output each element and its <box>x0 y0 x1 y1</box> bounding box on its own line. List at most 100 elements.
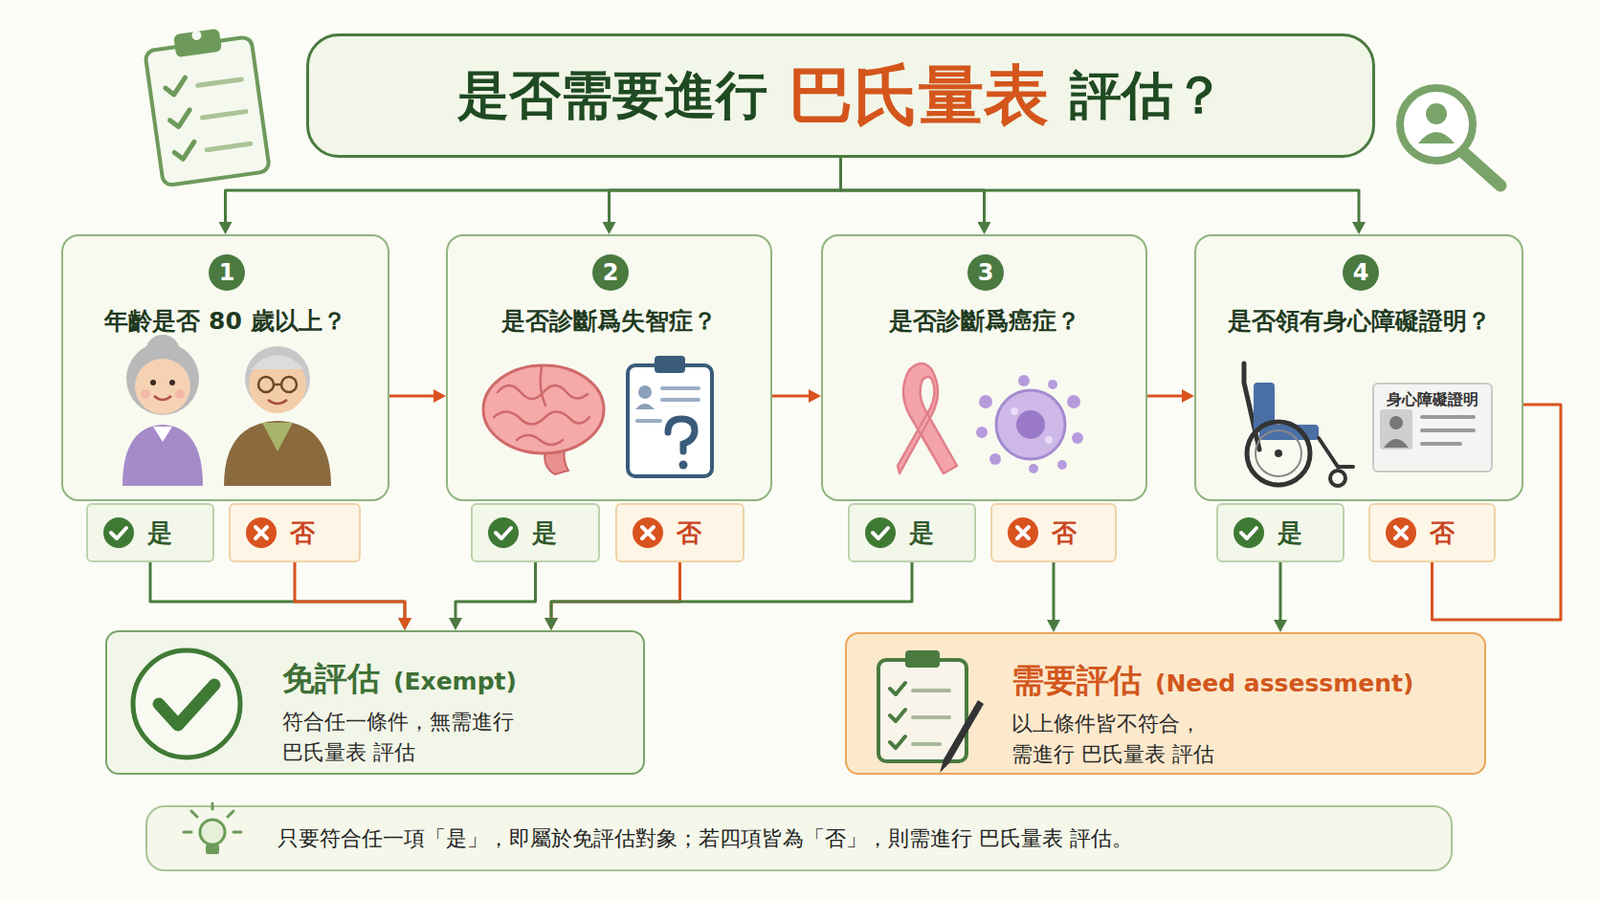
cross-mark <box>1017 527 1029 539</box>
arrowhead <box>448 618 463 631</box>
note-box: 只要符合任一項「是」，即屬於免評估對象；若四項皆為「否」，則需進行 巴氏量表 評… <box>145 805 1453 872</box>
arrowhead <box>1352 222 1366 235</box>
result-subheading: (Need assessment) <box>1155 669 1414 698</box>
connector <box>1432 404 1562 621</box>
note-text: 只要符合任一項「是」，即屬於免評估對象；若四項皆為「否」，則需進行 巴氏量表 評… <box>277 824 1134 854</box>
heading-row: 需要評估 (Need assessment) <box>1011 659 1485 704</box>
card-decoration <box>1379 409 1474 450</box>
q-text: 是否診斷爲癌症？ <box>888 305 1081 337</box>
arrowhead <box>1273 620 1288 633</box>
q-text: 年齡是否 80 歲以上？ <box>104 305 346 337</box>
card-text: 身心障礙證明 <box>1386 390 1479 411</box>
yes-option: 是 <box>1216 503 1345 563</box>
cell-icon <box>976 375 1084 474</box>
no-option: 否 <box>615 503 745 563</box>
arrowhead <box>398 618 412 631</box>
cross-icon <box>245 517 277 549</box>
check-icon <box>488 517 519 549</box>
arrowhead <box>1181 389 1195 403</box>
arrowhead <box>1046 620 1061 633</box>
connector-line <box>609 157 842 225</box>
arrowhead <box>602 222 617 235</box>
arrowhead <box>544 618 558 631</box>
question-box: 年齡是否 80 歲以上？ 1 <box>61 234 390 502</box>
step-number: 2 <box>592 254 629 291</box>
check-mark <box>1241 528 1257 539</box>
yes-option: 是 <box>86 503 215 563</box>
result-subheading: (Exempt) <box>393 667 517 696</box>
connector-line <box>772 395 812 399</box>
button-icons <box>103 517 1417 549</box>
step-number: 4 <box>1342 254 1379 291</box>
connector-line <box>150 562 405 622</box>
need-box: 需要評估 (Need assessment) 以上條件皆不符合， 需進行 巴氏量表 … <box>844 632 1487 776</box>
clipboard-icon <box>142 22 270 186</box>
cross-icon <box>632 517 664 549</box>
connector <box>602 157 842 235</box>
title-text: 巴氏量表 <box>788 52 1049 140</box>
connector-line <box>1147 395 1185 399</box>
exempt-box: 免評估(Exempt) 符合任一條件，無需進行 巴氏量表 評估 <box>105 630 645 776</box>
connector <box>219 157 842 235</box>
check-icon <box>103 517 134 549</box>
check-mark <box>495 528 512 539</box>
connector <box>544 562 681 631</box>
heading-row: 免評估(Exempt) <box>282 657 644 702</box>
yes-option: 是 <box>847 503 977 563</box>
cross-icon <box>1385 517 1417 549</box>
connector-line <box>455 562 536 622</box>
question-box: 是否領有身心障礙證明？4身心障礙證明 <box>1194 234 1524 502</box>
arrowhead <box>544 618 558 631</box>
q-text: 是否診斷爲失智症？ <box>501 305 717 337</box>
connector <box>294 562 412 631</box>
num-text: 1 <box>219 259 236 287</box>
yes-option: 是 <box>470 503 600 563</box>
bulb-icon <box>183 803 242 855</box>
connector <box>1147 389 1195 403</box>
connector <box>1273 562 1288 633</box>
check-icon <box>1233 517 1265 549</box>
need-clipboard <box>878 650 984 774</box>
title-text: 評估？ <box>1069 61 1225 132</box>
result-heading: 需要評估 <box>1011 659 1142 704</box>
yes-text: 是 <box>532 516 557 551</box>
arrowhead <box>977 222 992 235</box>
no-text: 否 <box>1429 516 1455 551</box>
connector-line <box>294 562 405 622</box>
step-number: 3 <box>967 254 1004 291</box>
cross-mark <box>255 527 267 539</box>
no-text: 否 <box>289 516 315 551</box>
magnifier-icon <box>1400 88 1501 186</box>
cross-mark <box>642 527 654 539</box>
connector-line <box>551 562 912 622</box>
check-icon <box>865 517 896 549</box>
connector <box>772 389 822 403</box>
connector <box>448 562 536 631</box>
no-text: 否 <box>676 516 702 551</box>
result-body: 以上條件皆不符合， 需進行 巴氏量表 評估 <box>1011 709 1242 771</box>
title-box: 是否需要進行巴氏量表評估？ <box>306 33 1376 158</box>
connector <box>150 562 412 631</box>
yes-text: 是 <box>147 516 173 551</box>
result-body: 符合任一條件，無需進行 巴氏量表 評估 <box>282 707 546 769</box>
no-text: 否 <box>1051 516 1077 551</box>
yes-text: 是 <box>1277 516 1303 551</box>
connector-line <box>1052 562 1056 623</box>
connector <box>389 389 446 403</box>
yes-text: 是 <box>909 516 934 551</box>
connector-line <box>1279 562 1283 623</box>
no-option: 否 <box>1368 503 1496 563</box>
connector <box>841 157 992 235</box>
question-clipboard <box>627 355 712 477</box>
connector-line <box>841 157 1360 225</box>
connector <box>841 157 1367 235</box>
elderly-couple <box>122 334 332 487</box>
num-text: 2 <box>602 259 620 287</box>
certificate-card: 身心障礙證明 <box>1372 382 1493 473</box>
exempt-check <box>133 650 241 758</box>
num-text: 3 <box>977 259 995 287</box>
num-text: 4 <box>1353 259 1370 287</box>
cross-icon <box>1007 517 1039 549</box>
